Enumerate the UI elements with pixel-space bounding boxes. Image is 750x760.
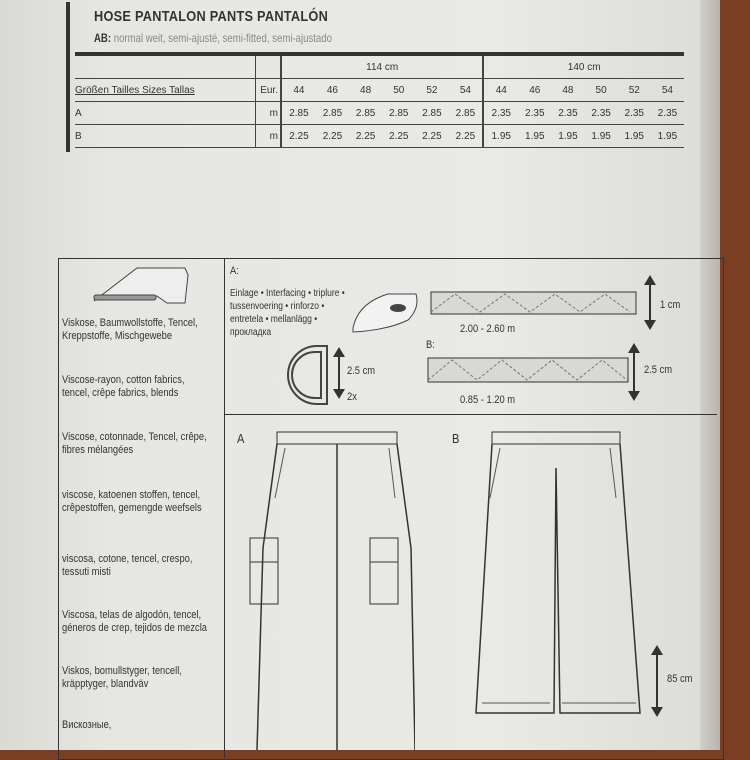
interfacing-line: Einlage • Interfacing • triplure • xyxy=(230,288,345,299)
width-140: 140 cm xyxy=(482,54,684,79)
table-cell: 54 xyxy=(448,78,484,102)
table-cell: 2.35 xyxy=(518,101,552,125)
tape-b-length: 0.85 - 1.20 m xyxy=(460,394,516,406)
tape-a-length: 2.00 - 2.60 m xyxy=(460,323,516,335)
fabric-line: Viskos, bomullstyger, tencell, xyxy=(62,665,182,677)
table-cell: 1.95 xyxy=(518,124,552,148)
table-cell: 2.25 xyxy=(448,124,484,148)
table-cell: 46 xyxy=(315,78,350,102)
fabric-icon xyxy=(93,267,189,304)
fabric-line: Kreppstoffe, Mischgewebe xyxy=(62,330,173,342)
table-cell: 1.95 xyxy=(584,124,618,148)
ring-size: 2.5 cm xyxy=(347,365,376,377)
table-cell: 50 xyxy=(584,78,618,102)
fabric-line: géneros de crep, tejidos de mezcla xyxy=(62,622,208,634)
table-cell: 2.35 xyxy=(551,101,585,125)
table-cell: 44 xyxy=(280,78,316,102)
fabric-line: Viscose-rayon, cotton fabrics, xyxy=(62,374,185,386)
fabric-line: viscosa, cotone, tencel, crespo, xyxy=(62,553,193,565)
d-ring-icon xyxy=(287,345,328,405)
table-cell: 52 xyxy=(617,78,651,102)
table-cell: 1.95 xyxy=(482,124,519,148)
row-label: B xyxy=(75,124,256,148)
interfacing-line: tussenvoering • rinforzo • xyxy=(230,301,325,312)
table-cell: 2.25 xyxy=(315,124,350,148)
arrow-b-icon xyxy=(628,343,640,401)
unit: m xyxy=(255,101,281,125)
fabric-line: Viscosa, telas de algodón, tencel, xyxy=(62,609,202,621)
table-cell: 50 xyxy=(382,78,416,102)
notion-b-label: B: xyxy=(426,339,435,351)
ring-quantity: 2x xyxy=(347,391,357,403)
fabric-line: Viskose, Baumwollstoffe, Tencel, xyxy=(62,317,198,329)
table-cell: 1.95 xyxy=(551,124,585,148)
fabric-line: fibres mélangées xyxy=(62,444,134,456)
table-cell: 2.35 xyxy=(617,101,651,125)
fabric-line: tencel, crêpe fabrics, blends xyxy=(62,387,179,399)
interfacing-line: entretela • mellanlägg • xyxy=(230,314,318,325)
table-cell: 2.85 xyxy=(448,101,484,125)
view-a-label: A xyxy=(237,431,245,446)
table-cell: 2.25 xyxy=(280,124,316,148)
table-cell: 48 xyxy=(551,78,585,102)
arrow-a-icon xyxy=(644,275,656,330)
width-114: 114 cm xyxy=(279,54,484,79)
table-cell: 48 xyxy=(349,78,383,102)
table-cell: 52 xyxy=(415,78,449,102)
eur-label: Eur. xyxy=(255,78,281,102)
tape-a-width: 1 cm xyxy=(660,299,681,311)
table-cell: 1.95 xyxy=(650,124,684,148)
table-cell: 2.35 xyxy=(650,101,684,125)
table-cell: 44 xyxy=(482,78,519,102)
pants-a-drawing xyxy=(249,431,415,750)
row-label: A xyxy=(75,101,256,125)
fabric-line: kräpptyger, blandväv xyxy=(62,678,149,690)
view-b-label: B xyxy=(452,431,460,446)
tape-b-width: 2.5 cm xyxy=(644,364,673,376)
table-cell: 2.85 xyxy=(349,101,383,125)
fabric-line: viscose, katoenen stoffen, tencel, xyxy=(62,489,201,501)
table-cell: 1.95 xyxy=(617,124,651,148)
table-cell: 2.85 xyxy=(382,101,416,125)
length-label: 85 cm xyxy=(667,673,693,685)
paper-edge xyxy=(700,0,720,750)
table-cell: 2.25 xyxy=(415,124,449,148)
table-cell: 54 xyxy=(650,78,684,102)
table-cell: 2.25 xyxy=(382,124,416,148)
pants-b-drawing xyxy=(475,431,641,714)
fit-description: AB: normal weit, semi-ajusté, semi-fitte… xyxy=(94,31,332,45)
table-cell: 46 xyxy=(518,78,552,102)
tape-b xyxy=(427,357,629,383)
interfacing-line: прокладка xyxy=(230,327,272,338)
size-label: Größen Tailles Sizes Tallas xyxy=(75,78,256,102)
iron-icon xyxy=(352,293,418,333)
title-bar xyxy=(66,2,70,152)
table-cell: 2.85 xyxy=(315,101,350,125)
divider xyxy=(225,414,717,415)
table-cell: 2.85 xyxy=(280,101,316,125)
arrow-length-icon xyxy=(651,645,663,717)
unit: m xyxy=(255,124,281,148)
fabric-line: tessuti misti xyxy=(62,566,111,578)
table-cell: 2.35 xyxy=(584,101,618,125)
fabric-line: Вискозные, xyxy=(62,719,112,731)
tape-a xyxy=(430,291,637,315)
arrow-ring-icon xyxy=(333,347,345,399)
fabric-line: Viscose, cotonnade, Tencel, crêpe, xyxy=(62,431,207,443)
table-cell: 2.35 xyxy=(482,101,519,125)
fabric-column xyxy=(58,258,225,758)
notion-a-label: A: xyxy=(230,265,239,277)
page-title: HOSE PANTALON PANTS PANTALÓN xyxy=(94,8,329,25)
table-cell: 2.25 xyxy=(349,124,383,148)
table-cell: 2.85 xyxy=(415,101,449,125)
fabric-line: crêpestoffen, gemengde weefsels xyxy=(62,502,202,514)
